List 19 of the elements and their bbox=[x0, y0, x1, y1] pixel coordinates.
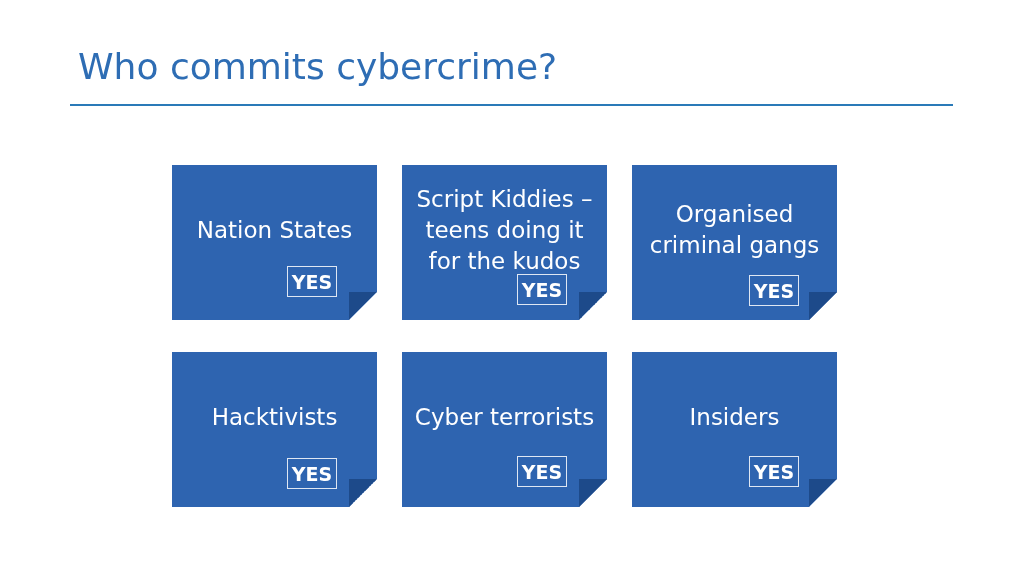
answer-label: YES bbox=[287, 266, 337, 297]
answer-label: YES bbox=[287, 458, 337, 489]
answer-label: YES bbox=[749, 275, 799, 306]
note-card bbox=[172, 165, 377, 320]
note-card bbox=[632, 352, 837, 507]
answer-label: YES bbox=[749, 456, 799, 487]
slide-title: Who commits cybercrime? bbox=[78, 46, 558, 87]
answer-label: YES bbox=[517, 274, 567, 305]
note-card bbox=[632, 165, 837, 320]
note-card bbox=[402, 352, 607, 507]
card-text: Nation States bbox=[196, 215, 353, 245]
answer-label: YES bbox=[517, 456, 567, 487]
card-text: Script Kiddies – teens doing it for the kudos bbox=[415, 184, 594, 276]
note-card bbox=[172, 352, 377, 507]
note-card bbox=[402, 165, 607, 320]
card-text: Cyber terrorists bbox=[414, 402, 595, 432]
card-text: Hacktivists bbox=[211, 402, 338, 432]
card-text: Organised criminal gangs bbox=[648, 200, 821, 260]
card-text: Insiders bbox=[689, 402, 780, 432]
